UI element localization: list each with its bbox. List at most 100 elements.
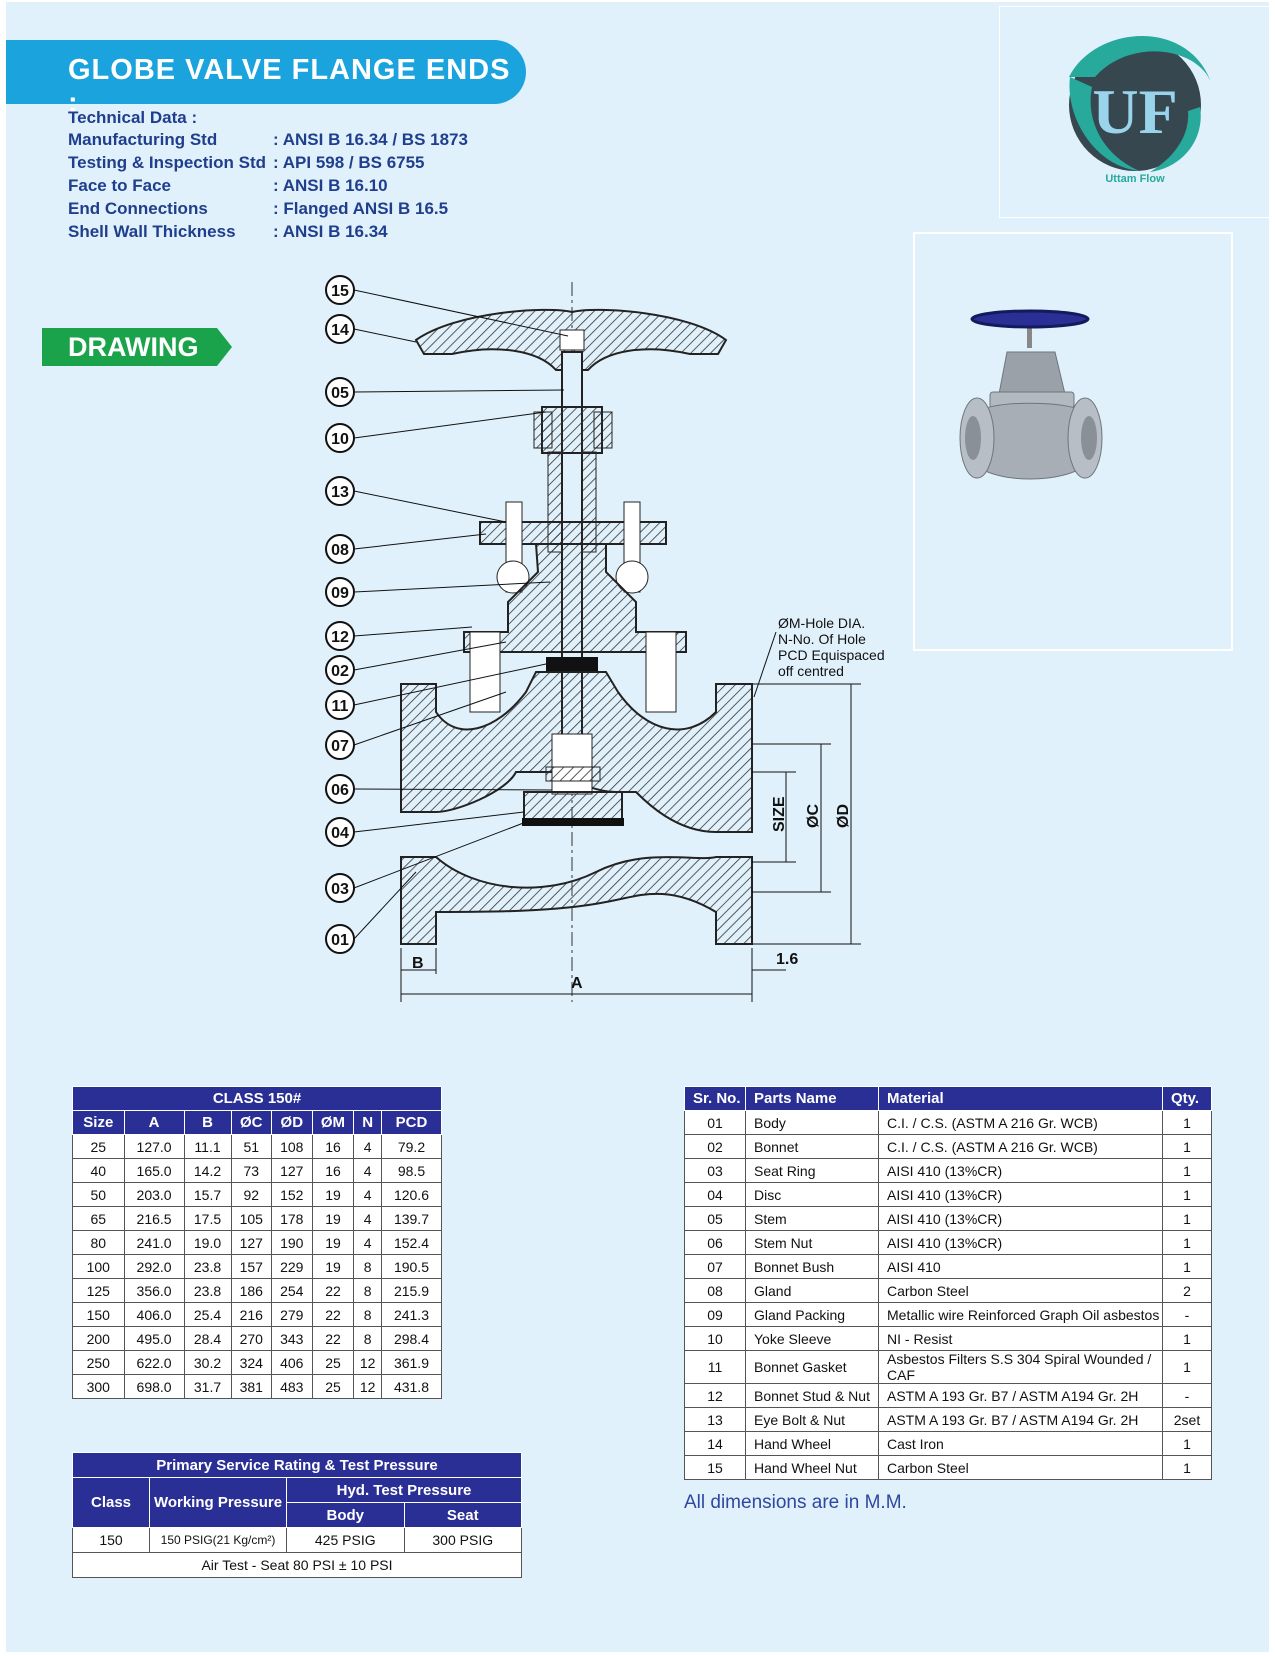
table-cell: 04 (684, 1182, 746, 1207)
callout-06: 06 (325, 774, 553, 804)
table-cell: 279 (271, 1302, 313, 1327)
column-header: ØM (311, 1110, 355, 1135)
table-cell: Hand Wheel (745, 1431, 879, 1456)
table-cell: 216 (230, 1302, 273, 1327)
body-header: Body (286, 1502, 405, 1528)
table-cell: - (1162, 1383, 1212, 1408)
table-cell: 241.3 (380, 1302, 443, 1327)
table-cell: 4 (353, 1206, 382, 1231)
table-cell: 1 (1162, 1110, 1212, 1135)
callout-13: 13 (325, 476, 507, 523)
table-cell: 229 (271, 1254, 313, 1279)
dim-raised-face-label: 1.6 (776, 951, 798, 968)
callout-12: 12 (325, 621, 473, 651)
table-cell: Bonnet Stud & Nut (745, 1383, 879, 1408)
table-cell: 120.6 (380, 1182, 443, 1207)
dim-c-label: ØC (805, 804, 822, 828)
table-cell: 51 (230, 1134, 273, 1159)
table-cell: Body (745, 1110, 879, 1135)
seat-header: Seat (403, 1502, 522, 1528)
valve-photo (959, 309, 1103, 480)
table-cell: 65 (72, 1206, 125, 1231)
column-header: A (123, 1110, 185, 1135)
table-cell: 298.4 (380, 1326, 443, 1351)
table-cell: 127.0 (123, 1134, 185, 1159)
table-cell: Yoke Sleeve (745, 1326, 879, 1351)
table-cell: 09 (684, 1302, 746, 1327)
table-cell: 25 (311, 1350, 355, 1375)
table-cell: 10 (684, 1326, 746, 1351)
table-cell: 190 (271, 1230, 313, 1255)
hole-note-line: off centred (778, 663, 844, 679)
table-cell: 381 (230, 1374, 273, 1399)
table-cell: Cast Iron (878, 1431, 1163, 1456)
callout-label: 02 (331, 663, 349, 680)
hole-note-line: N-No. Of Hole (778, 631, 866, 647)
table-cell: Bonnet Gasket (745, 1350, 879, 1384)
column-header: ØD (271, 1110, 313, 1135)
table-cell: 431.8 (380, 1374, 443, 1399)
table-cell: 80 (72, 1230, 125, 1255)
table-cell: AISI 410 (13%CR) (878, 1206, 1163, 1231)
table-cell: 495.0 (123, 1326, 185, 1351)
table-cell: Disc (745, 1182, 879, 1207)
table-cell: 105 (230, 1206, 273, 1231)
callout-05: 05 (325, 377, 565, 407)
callout-label: 07 (331, 738, 349, 755)
table-cell: 152.4 (380, 1230, 443, 1255)
dim-d-label: ØD (835, 804, 852, 828)
callout-04: 04 (325, 811, 525, 847)
table-cell: 73 (230, 1158, 273, 1183)
table-cell: AISI 410 (878, 1254, 1163, 1279)
table-cell: 215.9 (380, 1278, 443, 1303)
table-cell: 139.7 (380, 1206, 443, 1231)
table-cell: 127 (271, 1158, 313, 1183)
dimension-table-header: Size A B ØC ØD ØM N PCD (72, 1110, 443, 1135)
table-cell: 1 (1162, 1254, 1212, 1279)
table-cell: 483 (271, 1374, 313, 1399)
tech-label: End Connections (68, 199, 208, 218)
tech-value: : API 598 / BS 6755 (273, 153, 425, 172)
table-cell: 1 (1162, 1182, 1212, 1207)
table-cell: 16 (311, 1158, 355, 1183)
table-cell: 216.5 (123, 1206, 185, 1231)
table-cell: 356.0 (123, 1278, 185, 1303)
class-header: Class (72, 1477, 150, 1528)
dimensions-note: All dimensions are in M.M. (684, 1492, 907, 1513)
table-cell: 11 (684, 1350, 746, 1384)
hyd-test-header: Hyd. Test Pressure (286, 1477, 522, 1503)
seat-pressure-value: 300 PSIG (403, 1527, 522, 1553)
table-cell: 8 (353, 1326, 382, 1351)
callout-11: 11 (325, 663, 547, 720)
table-cell: 1 (1162, 1158, 1212, 1183)
table-cell: 4 (353, 1230, 382, 1255)
product-photo-panel (913, 232, 1233, 651)
class-value: 150 (72, 1527, 150, 1553)
column-header: Material (878, 1086, 1163, 1111)
pressure-table: Primary Service Rating & Test Pressure C… (72, 1452, 522, 1578)
table-cell: 07 (684, 1254, 746, 1279)
table-cell: 19 (311, 1230, 355, 1255)
callout-14: 14 (325, 314, 417, 344)
column-header: B (183, 1110, 232, 1135)
table-cell: Gland (745, 1278, 879, 1303)
callout-07: 07 (325, 691, 507, 760)
table-cell: 19.0 (183, 1230, 232, 1255)
table-cell: 406 (271, 1350, 313, 1375)
table-cell: 16 (311, 1134, 355, 1159)
callout-label: 14 (331, 322, 349, 339)
